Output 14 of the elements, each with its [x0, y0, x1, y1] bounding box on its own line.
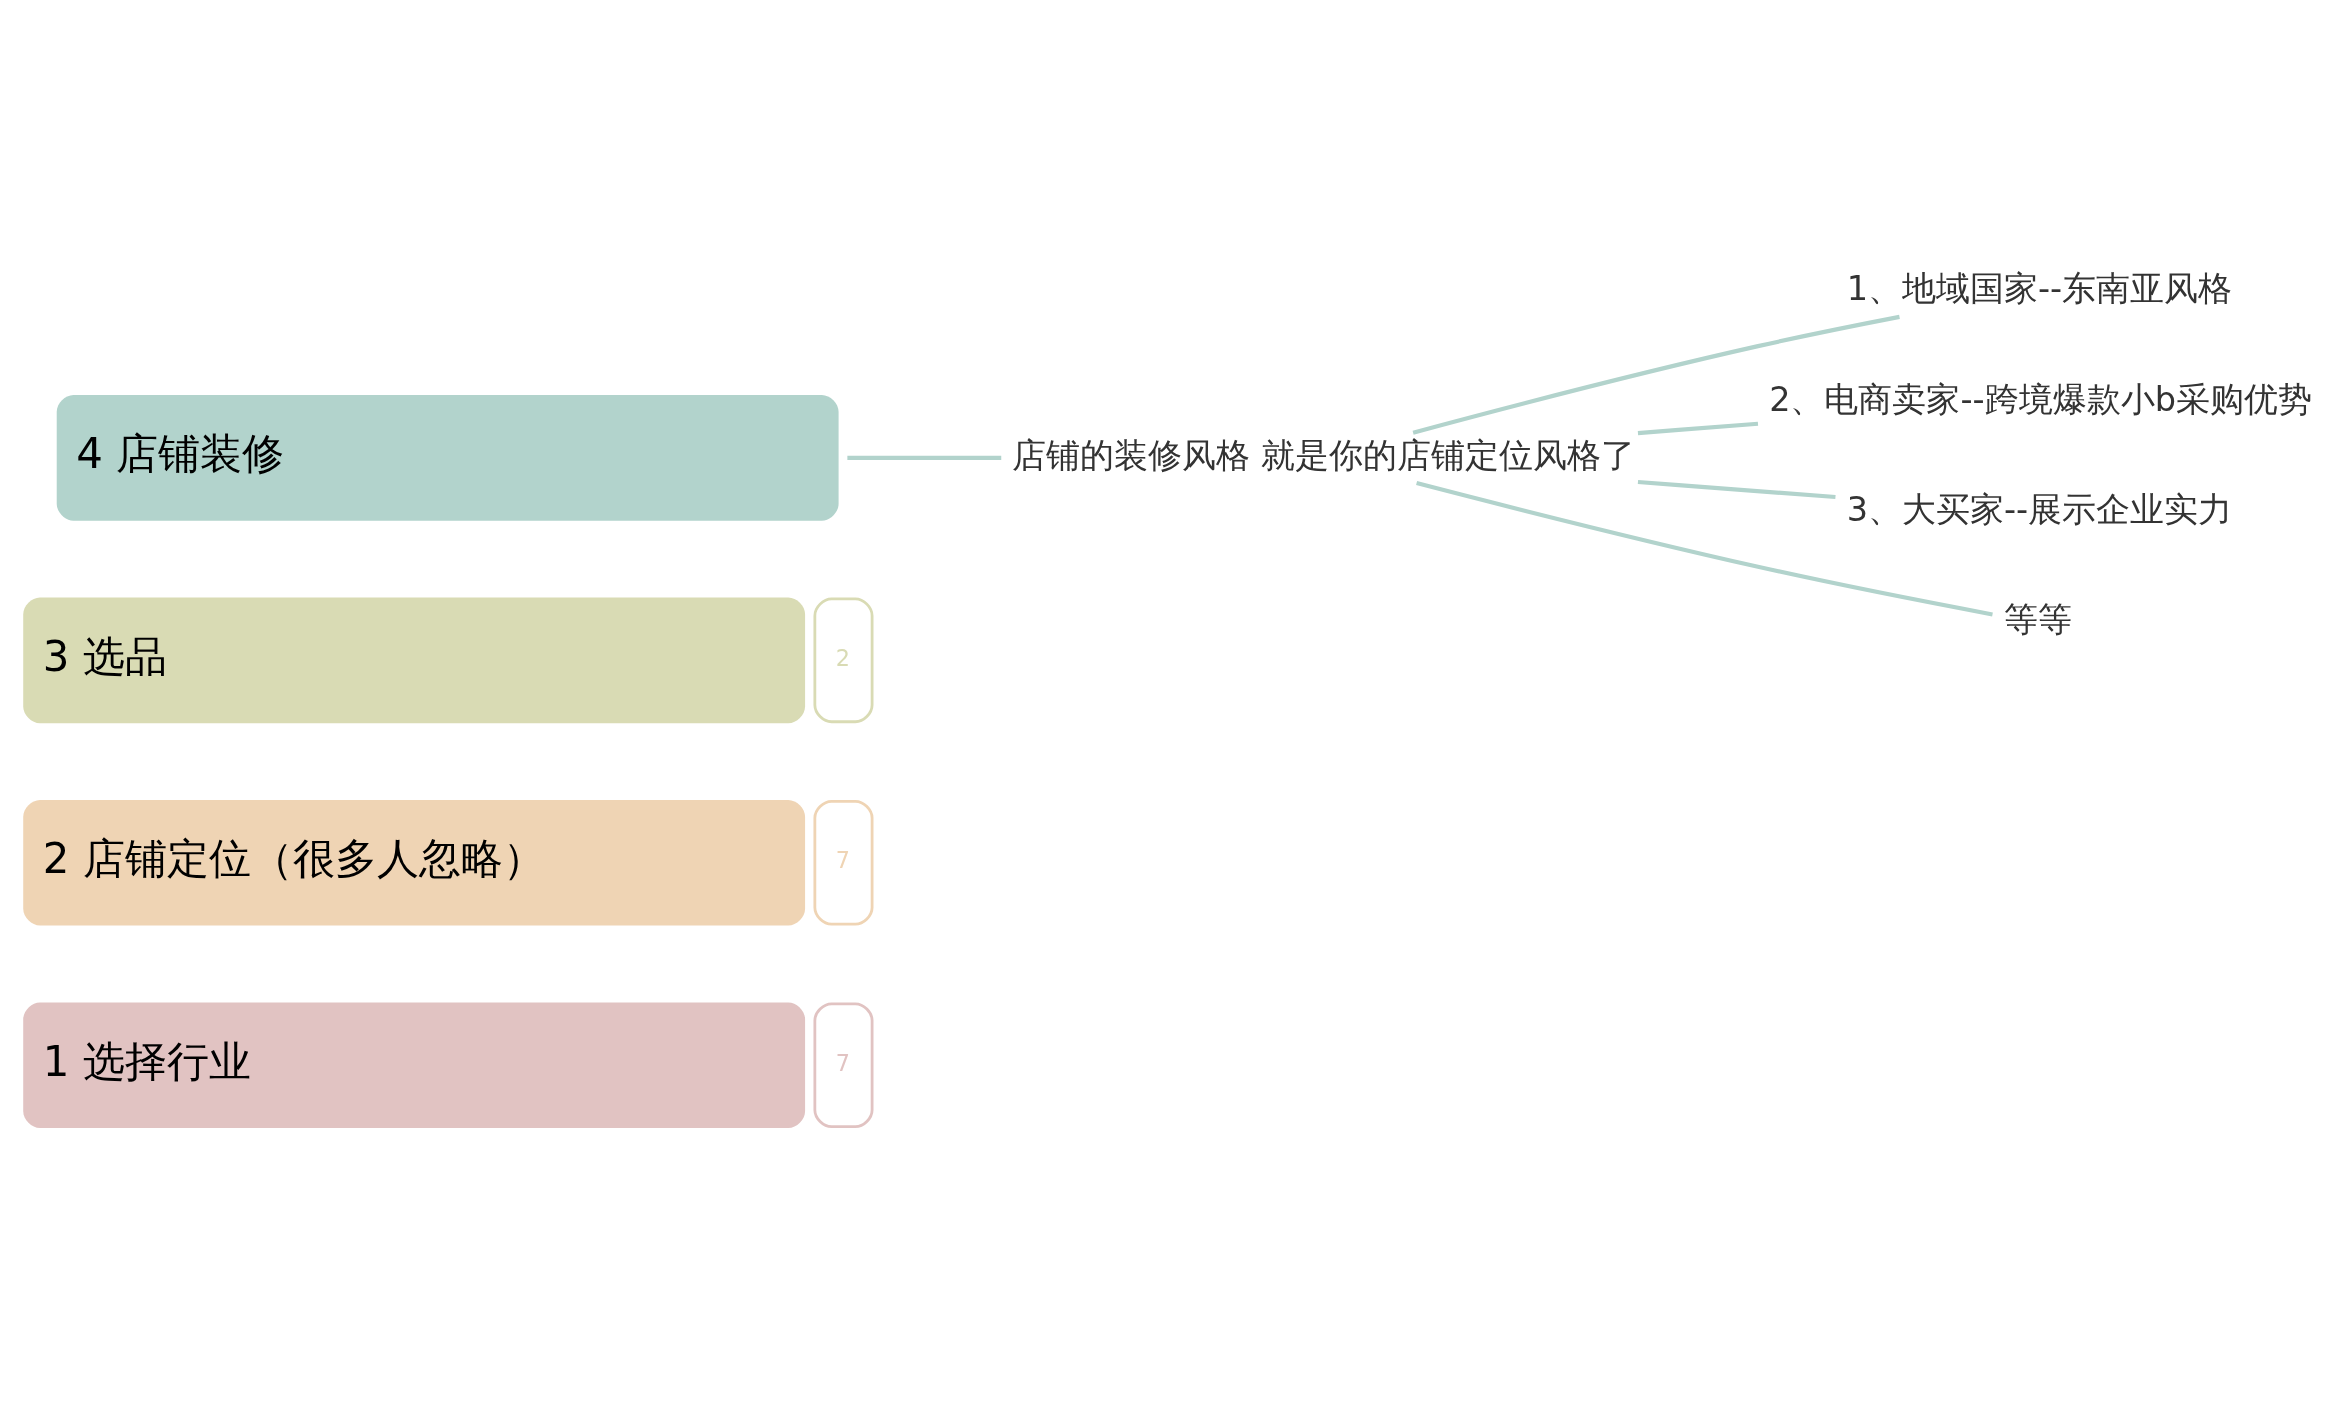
node-text: 等等 [2003, 599, 2072, 639]
node-label: 2 [835, 644, 851, 671]
node-label: 7 [835, 846, 851, 873]
connector [1412, 314, 1900, 435]
connector [1637, 479, 1836, 499]
node-text: 店铺的装修风格 就是你的店铺定位风格了 [1012, 435, 1636, 475]
connector [847, 455, 1002, 460]
node-label: 7 [835, 1049, 851, 1076]
node-text: 3、大买家--展示企业实力 [1846, 489, 2233, 529]
connector [1416, 480, 1993, 616]
node-text: 1、地域国家--东南亚风格 [1846, 268, 2233, 308]
connector [1637, 421, 1759, 435]
node-box: 4 店铺装修 [56, 394, 839, 521]
node-text: 2、电商卖家--跨境爆款小b采购优势 [1769, 379, 2312, 419]
